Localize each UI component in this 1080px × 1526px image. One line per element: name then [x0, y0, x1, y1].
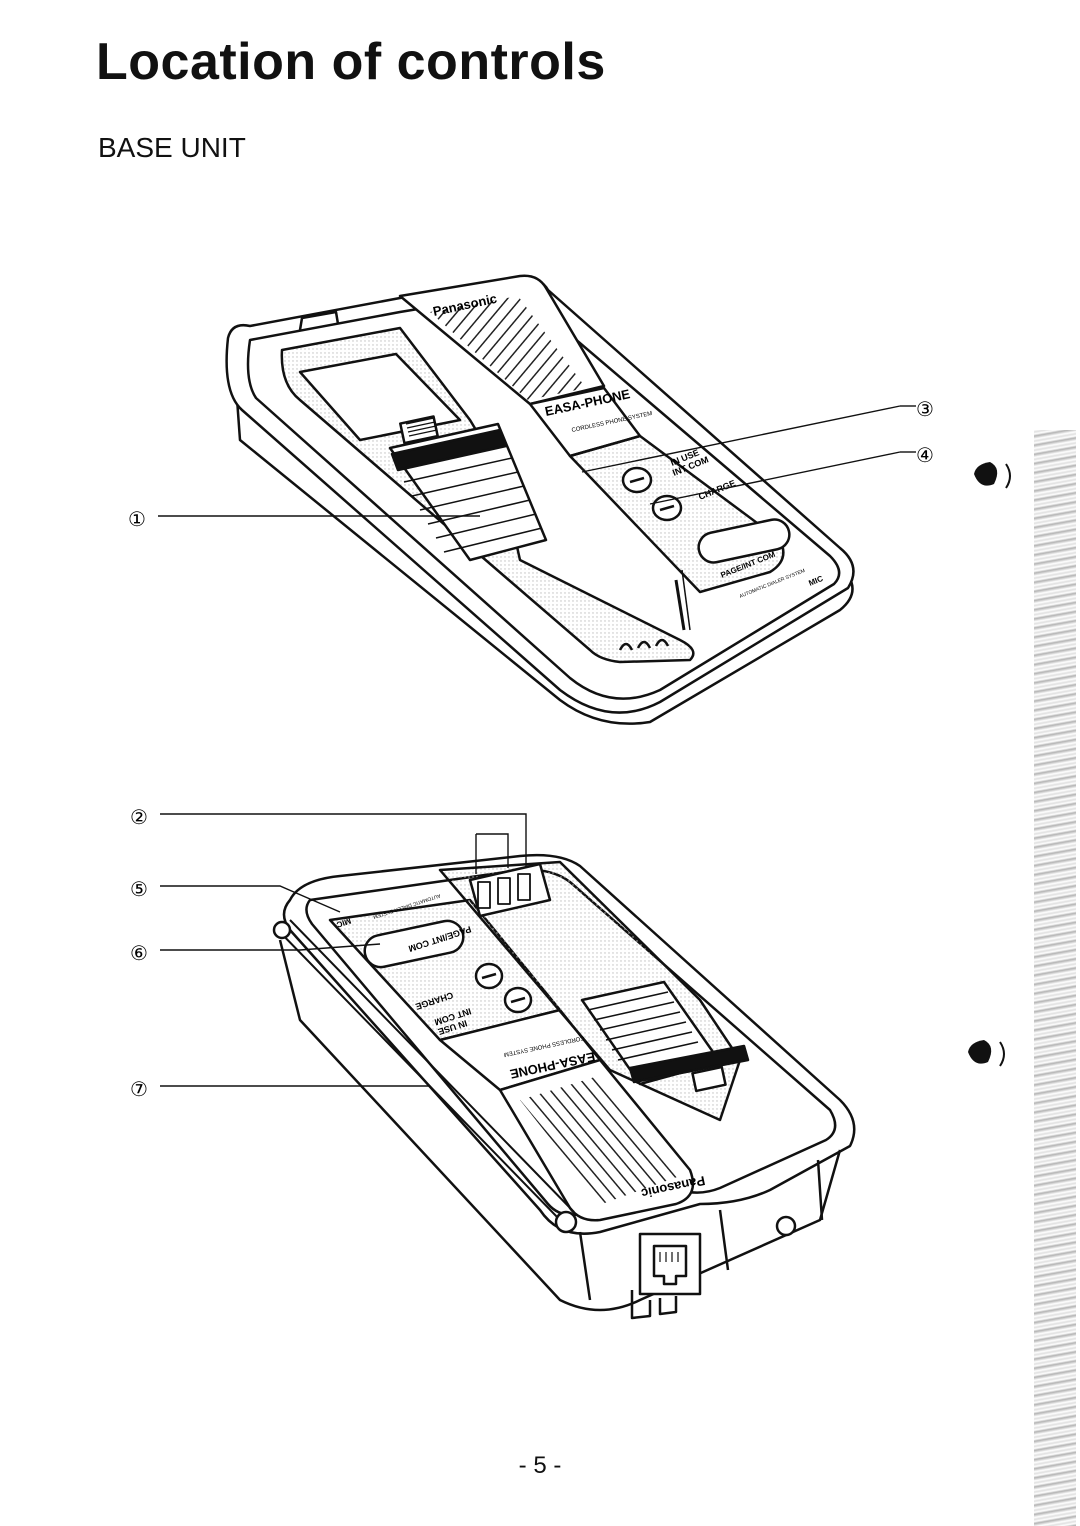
callout-4: ④ — [916, 443, 934, 467]
scan-edge-artifact — [1034, 430, 1076, 1526]
callout-3: ③ — [916, 397, 934, 421]
callout-line-2 — [160, 813, 527, 868]
callout-line-3 — [581, 405, 901, 473]
callout-7: ⑦ — [130, 1077, 148, 1101]
base-unit-top-view — [225, 274, 855, 725]
callout-line-4 — [649, 451, 901, 505]
callout-line-6 — [160, 943, 381, 951]
binder-hole-icon-2 — [968, 1040, 992, 1064]
bottom-figure-callouts — [160, 813, 527, 1087]
callout-2: ② — [130, 805, 148, 829]
binder-hole-icon — [974, 462, 998, 486]
callout-line-5 — [160, 885, 341, 913]
mic-label-rear: MIC — [335, 916, 352, 929]
top-figure-callouts — [158, 405, 916, 517]
callout-1: ① — [128, 507, 146, 531]
callout-6: ⑥ — [130, 941, 148, 965]
binder-hole-marks — [968, 462, 1011, 1067]
page-title: Location of controls — [96, 33, 606, 91]
section-subtitle: BASE UNIT — [98, 132, 246, 163]
callout-5: ⑤ — [130, 877, 148, 901]
page-number: - 5 - — [518, 1452, 562, 1479]
base-unit-rear-view — [272, 853, 856, 1320]
